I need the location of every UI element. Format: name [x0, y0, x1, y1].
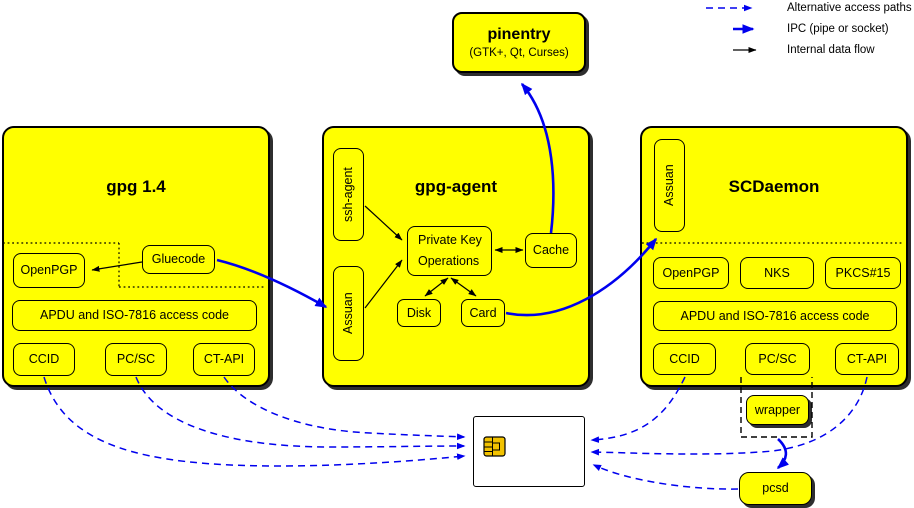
smartcard: [473, 416, 585, 487]
node-gpg14-openpgp: OpenPGP: [13, 253, 85, 288]
pinentry-subtitle: (GTK+, Qt, Curses): [469, 46, 569, 59]
node-scdaemon-pcsc: PC/SC: [745, 343, 810, 375]
node-gpg14-ctapi: CT-API: [193, 343, 255, 376]
node-scdaemon-openpgp: OpenPGP: [653, 257, 729, 289]
edge-gpg14-pcsc-card: [135, 376, 466, 450]
node-private-key-operations: Private Key Operations: [407, 226, 492, 276]
node-disk: Disk: [397, 299, 441, 327]
pinentry-title: pinentry: [487, 25, 551, 43]
node-cache: Cache: [525, 233, 577, 268]
pko-line1: Private Key: [418, 233, 482, 247]
node-scdaemon-ccid: CCID: [653, 343, 716, 375]
node-gpg14-gluecode: Gluecode: [142, 245, 215, 274]
node-scdaemon-nks: NKS: [740, 257, 814, 289]
scdaemon-title: SCDaemon: [728, 177, 820, 196]
edge-gpg14-ccid-card: [43, 376, 466, 467]
node-scdaemon-assuan: Assuan: [654, 139, 685, 232]
edge-wrapper-pcsd: [776, 438, 790, 469]
edge-scdaemon-ctapi-card: [590, 376, 868, 456]
node-scdaemon-ctapi: CT-API: [835, 343, 899, 375]
node-gpg14-apdu: APDU and ISO-7816 access code: [12, 300, 257, 331]
edge-pcsd-card: [592, 464, 739, 490]
node-gpg-agent-assuan: Assuan: [333, 266, 364, 361]
node-gpg14-pcsc: PC/SC: [105, 343, 167, 376]
legend-label-ipc: IPC (pipe or socket): [787, 23, 889, 35]
node-pcsd: pcsd: [739, 472, 812, 505]
node-pinentry: pinentry (GTK+, Qt, Curses): [452, 12, 586, 73]
node-gpg14-ccid: CCID: [13, 343, 75, 376]
legend-label-alternative-access: Alternative access paths: [787, 2, 912, 14]
gpg-agent-title: gpg-agent: [414, 177, 498, 196]
node-gpg-agent-ssh-agent: ssh-agent: [333, 148, 364, 241]
node-card: Card: [461, 299, 505, 327]
pko-line2: Operations: [418, 254, 480, 268]
node-scdaemon-pkcs15: PKCS#15: [825, 257, 901, 289]
gpg14-title: gpg 1.4: [106, 177, 166, 196]
node-scdaemon-apdu: APDU and ISO-7816 access code: [653, 301, 897, 331]
legend-label-internal-flow: Internal data flow: [787, 44, 875, 56]
node-wrapper: wrapper: [746, 395, 809, 425]
